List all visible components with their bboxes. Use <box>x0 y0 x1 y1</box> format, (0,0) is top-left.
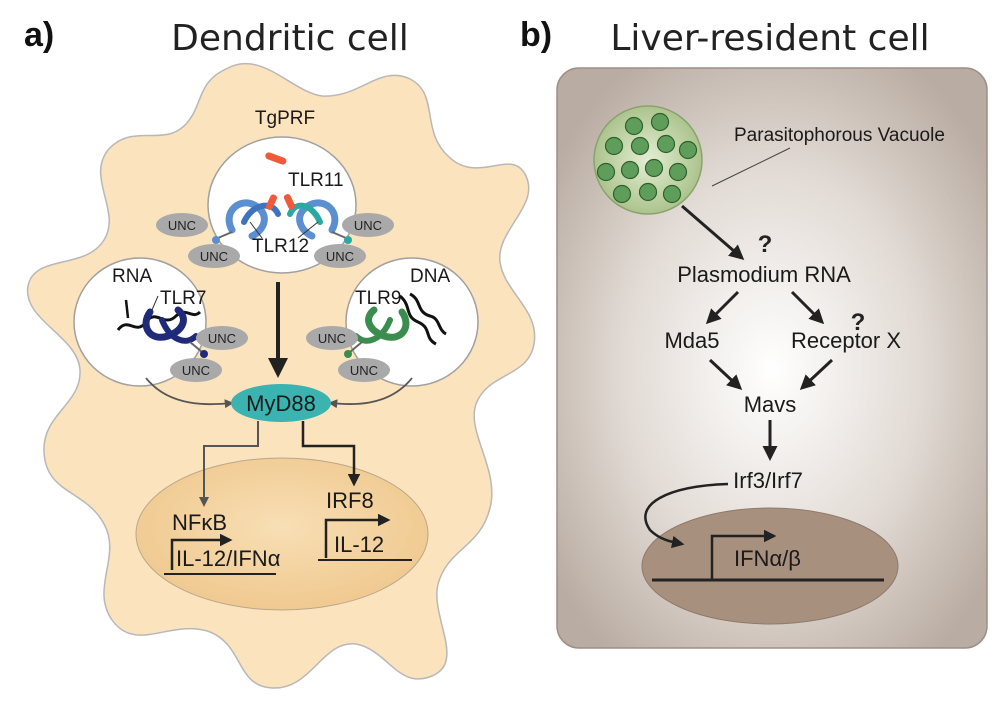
svg-text:UNC: UNC <box>326 249 354 264</box>
arrow-myd88-to-nfkb <box>199 421 259 507</box>
svg-text:UNC: UNC <box>350 363 378 378</box>
receptor-x-question-mark: ? <box>851 309 866 336</box>
dna-label: DNA <box>410 266 450 287</box>
dna-strand <box>398 294 437 346</box>
il12-label: IL-12 <box>334 532 384 557</box>
endosome-tlr11-tlr12 <box>207 136 357 274</box>
arrow-tlr9-to-myd88 <box>328 377 413 409</box>
mavs-label: Mavs <box>744 392 797 417</box>
svg-text:UNC: UNC <box>208 331 236 346</box>
tlr7-receptor <box>142 306 208 358</box>
il12-ifna-label: IL-12/IFNα <box>176 546 281 571</box>
promoter-arrow-il12 <box>324 513 391 558</box>
unc-top-right-2: UNC <box>314 244 366 268</box>
parasite-dots <box>596 112 698 204</box>
irf3-irf7-label: Irf3/Irf7 <box>733 468 803 493</box>
svg-text:UNC: UNC <box>182 363 210 378</box>
vacuole-label: Parasitophorous Vacuole <box>734 125 945 146</box>
tgprf-label: TgPRF <box>255 108 315 129</box>
arrow-receptor-x-to-mavs <box>799 358 834 391</box>
promoter-arrow-il12-ifna <box>170 533 233 570</box>
tlr11-receptor <box>287 199 352 244</box>
panel-b-title: Liver-resident cell <box>610 18 929 59</box>
nfkb-label: NFκB <box>172 510 227 535</box>
tgprf-bound-left <box>265 194 278 210</box>
svg-text:UNC: UNC <box>318 331 346 346</box>
rna-label: RNA <box>112 266 152 287</box>
tlr11-label: TLR11 <box>288 170 344 191</box>
tlr12-receptor <box>212 199 281 244</box>
tlr7-label: TLR7 <box>160 288 206 309</box>
ifn-label: IFNα/β <box>734 546 801 571</box>
arrow-rna-to-receptor-x <box>790 290 825 325</box>
rna-question-mark: ? <box>758 231 773 258</box>
svg-text:UNC: UNC <box>168 218 196 233</box>
endosome-tlr9 <box>345 257 479 387</box>
rna-strand-2 <box>124 299 130 319</box>
unc-tlr9-1: UNC <box>306 326 358 350</box>
dna-strand-2 <box>409 292 447 336</box>
unc-tlr9-2: UNC <box>338 358 390 382</box>
myd88-node <box>231 384 331 422</box>
arrow-tlr7-to-myd88 <box>145 377 234 409</box>
svg-text:UNC: UNC <box>200 249 228 264</box>
receptor-x-label: Receptor X <box>791 328 901 353</box>
unc-top-left-2: UNC <box>188 244 240 268</box>
panel-b-letter: b) <box>520 16 552 54</box>
tgprf-bound-right <box>283 194 296 210</box>
arrow-mda5-to-mavs <box>708 358 743 391</box>
arrow-myd88-to-irf8 <box>301 421 361 487</box>
arrow-vacuole-to-rna <box>681 204 745 260</box>
liver-nucleus <box>641 507 899 625</box>
liver-cell-body <box>556 67 988 649</box>
tlr9-receptor <box>344 306 410 358</box>
panel-a-letter: a) <box>24 16 54 54</box>
endosome-tlr7 <box>73 257 207 387</box>
panel-a-title: Dendritic cell <box>171 18 409 59</box>
myd88-label: MyD88 <box>246 391 316 416</box>
tlr9-label: TLR9 <box>355 288 401 309</box>
unc-top-right-1: UNC <box>342 213 394 237</box>
mda5-label: Mda5 <box>664 328 719 353</box>
unc-top-left-1: UNC <box>156 213 208 237</box>
irf8-label: IRF8 <box>326 488 374 513</box>
tlr12-label: TLR12 <box>252 236 309 257</box>
arrow-irf-to-nucleus <box>644 482 729 549</box>
unc-tlr7-1: UNC <box>196 326 248 350</box>
vacuole-pointer <box>711 147 791 187</box>
promoter-arrow-ifn <box>710 529 777 580</box>
plasmodium-rna-label: Plasmodium RNA <box>677 262 851 287</box>
arrow-rna-to-mda5 <box>705 290 740 325</box>
tgprf-ligand <box>265 152 287 165</box>
dendritic-nucleus <box>135 457 429 611</box>
unc-tlr7-2: UNC <box>170 358 222 382</box>
svg-text:UNC: UNC <box>354 218 382 233</box>
